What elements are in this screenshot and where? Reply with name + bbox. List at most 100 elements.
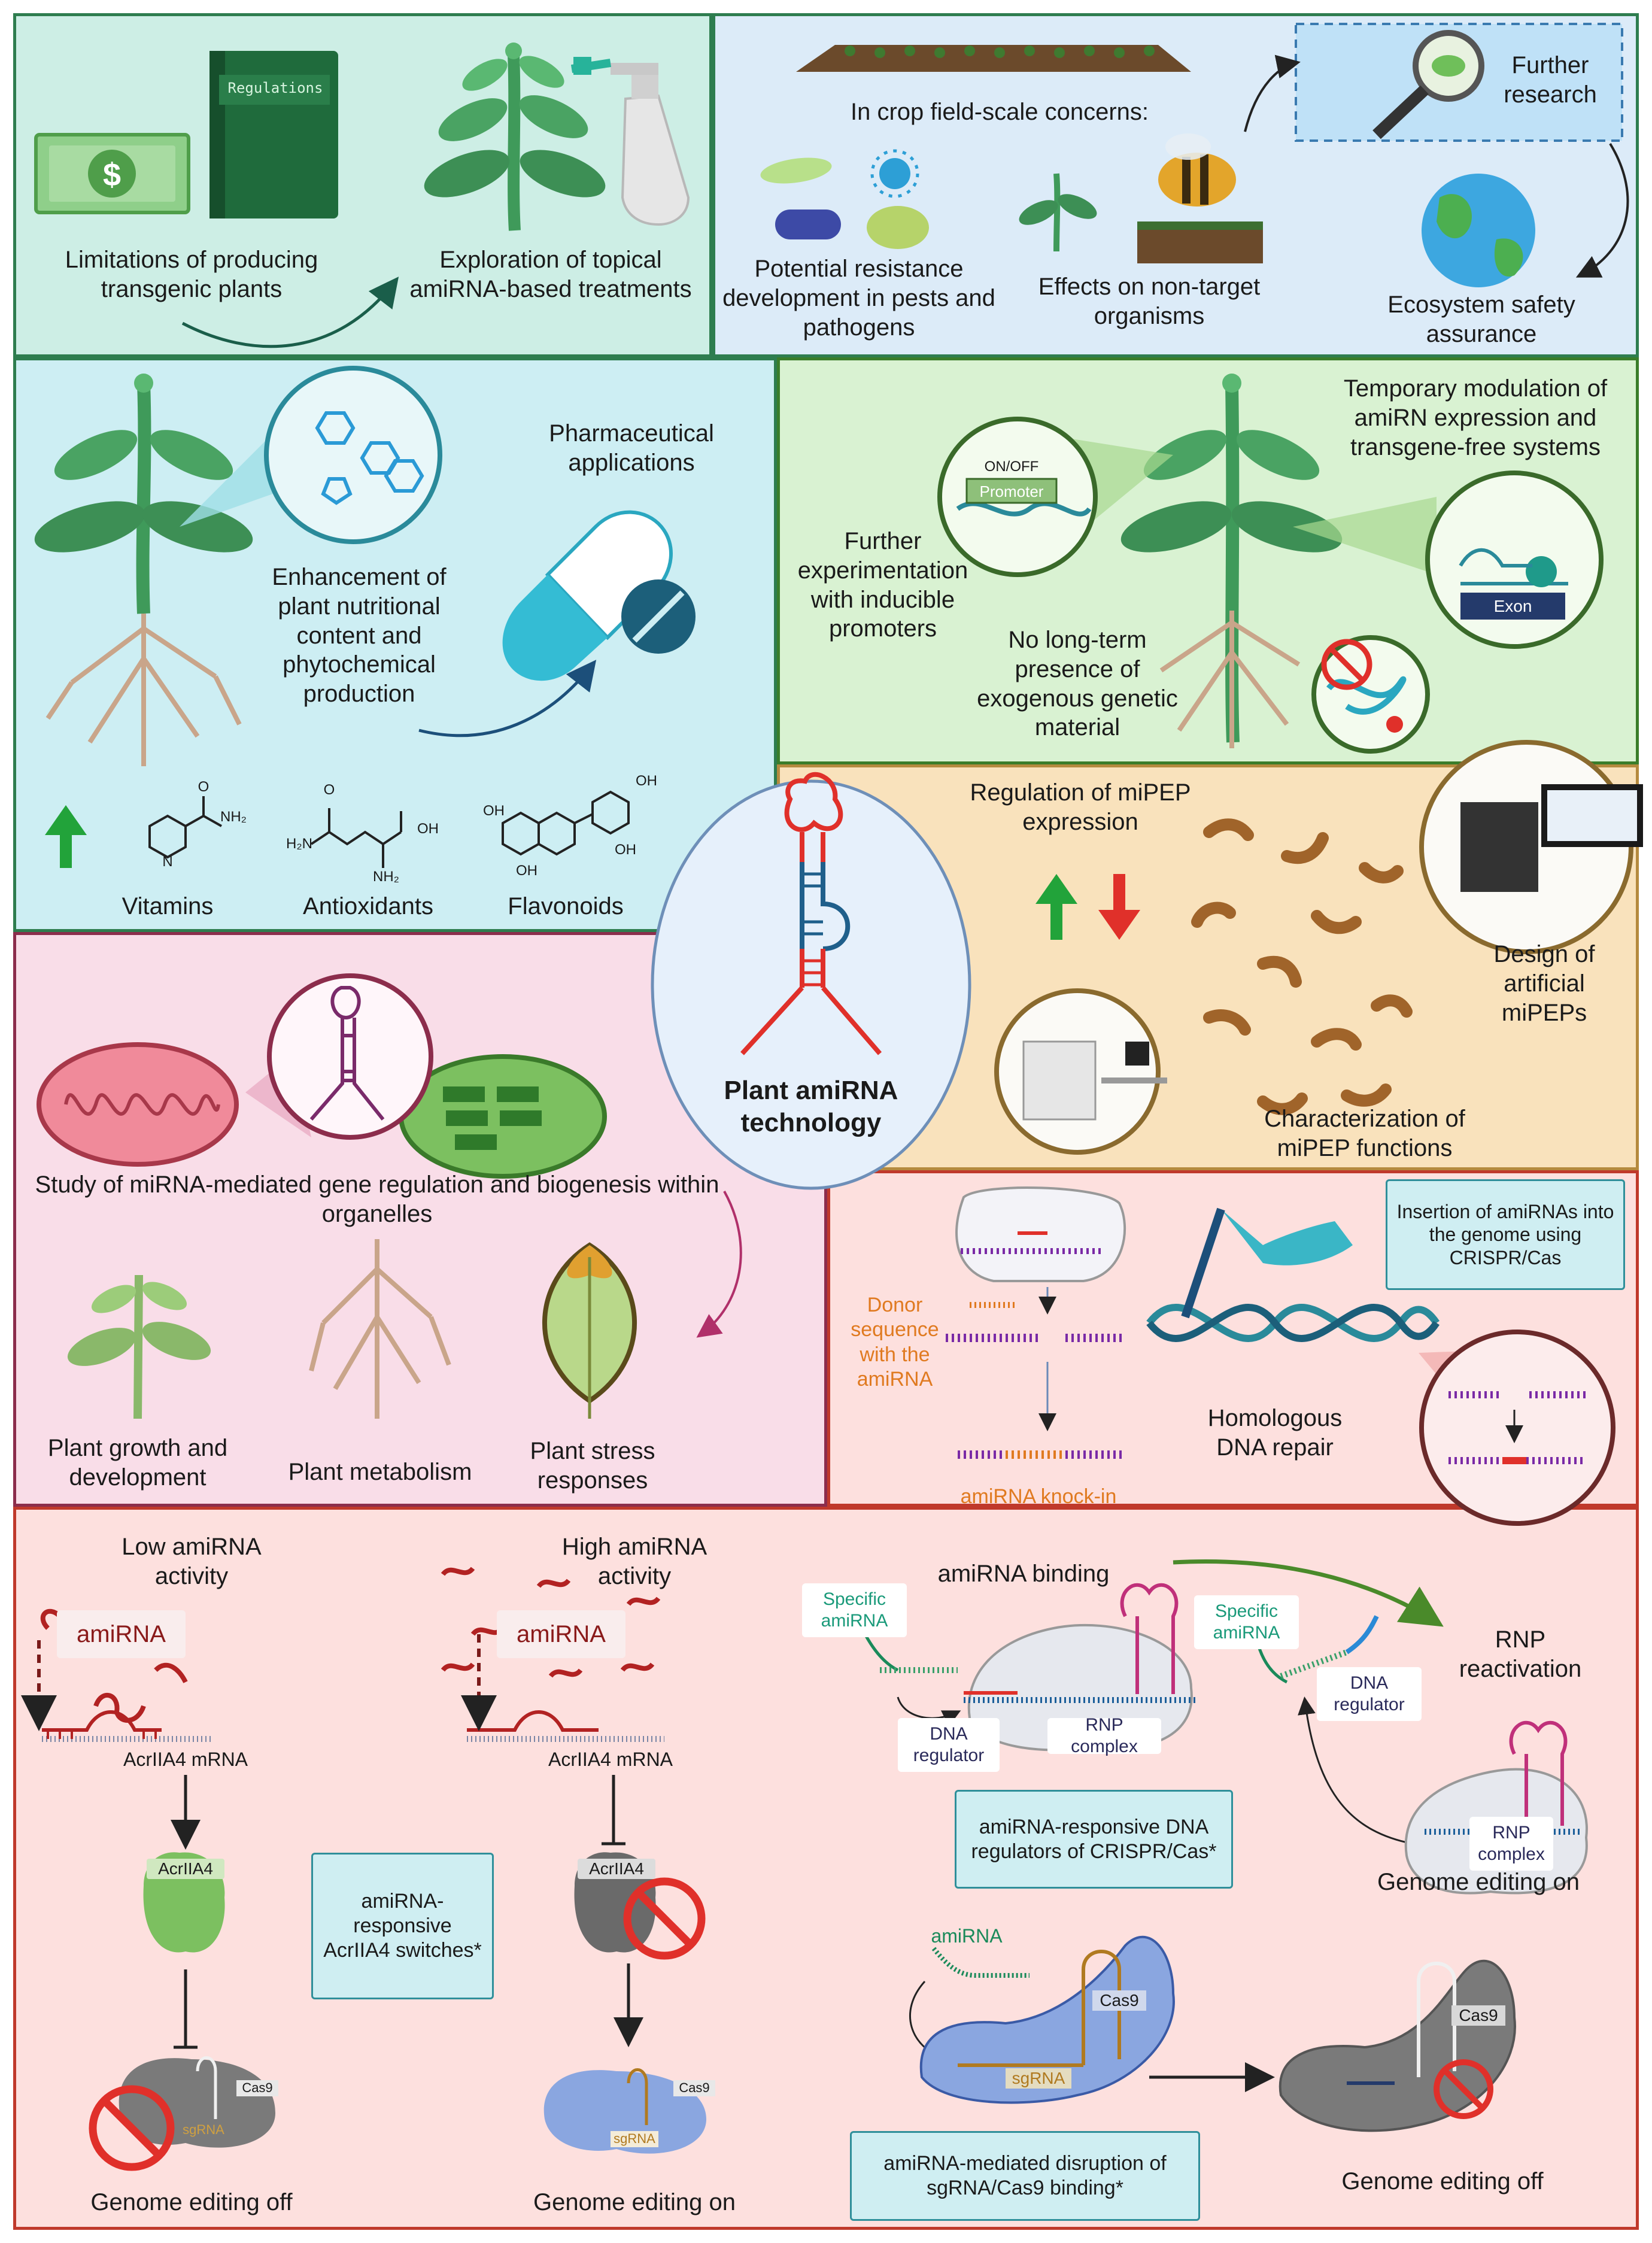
sgrna-label-high: sgRNA: [611, 2131, 658, 2147]
exon-label: Exon: [1493, 597, 1532, 615]
antioxidants-label: Antioxidants: [303, 893, 433, 919]
resistance-label: Potential resistance development in pest…: [722, 256, 995, 341]
small-plant-icon: [67, 1274, 211, 1419]
vitamin-n-label: N: [162, 854, 173, 870]
editing-off-label-low: Genome editing off: [90, 2189, 293, 2215]
hand-pen-icon: [1181, 1207, 1353, 1319]
antioxidant-structure: [310, 808, 402, 868]
stressed-leaf-icon: [542, 1242, 637, 1419]
promoter-label: Promoter: [979, 482, 1044, 500]
flavonoid-oh-label-3: OH: [615, 842, 636, 858]
magnifier-icon: [1372, 30, 1484, 139]
dna-regulator-label-1: DNA regulator: [898, 1718, 1000, 1772]
vitamin-nh2-label: NH₂: [220, 809, 247, 825]
temporary-modulation-label: Temporary modulation of amiRN expression…: [1343, 375, 1608, 460]
plant-amirna-title: Plant amiRNA technology: [724, 1076, 898, 1137]
cas9-complex-low: [119, 2056, 276, 2148]
amirna-label-low: amiRNA: [57, 1610, 186, 1658]
nontarget-label: Effects on non-target organisms: [1038, 274, 1261, 329]
regulations-book-icon: [209, 51, 338, 218]
sgrna-label-low: sgRNA: [183, 2122, 224, 2137]
molecule-zoom-circle: [264, 366, 442, 544]
cas9-label-inactive: Cas9: [1451, 2005, 1505, 2026]
pest-icons: [760, 149, 929, 249]
further-research-label: Further research: [1504, 52, 1597, 108]
flow-arrow-research: [1244, 54, 1301, 132]
high-activity-label: High amiRNA activity: [561, 1534, 707, 1589]
no-sign-icon: [1321, 639, 1372, 690]
cas9-label-high: Cas9: [673, 2080, 715, 2096]
characterization-mipep-label: Characterization of miPEP functions: [1264, 1106, 1465, 1161]
antioxidant-h2n-label: H₂N: [286, 836, 312, 852]
donor-label: Donor sequence with the amiRNA: [851, 1294, 939, 1391]
acr-protein-label-low: AcrIIA4: [147, 1859, 224, 1880]
capsule-pill-icon: [502, 510, 696, 681]
exon-box: [1460, 593, 1565, 620]
limitations-label: Limitations of producing transgenic plan…: [65, 247, 318, 302]
low-activity-label: Low amiRNA activity: [122, 1534, 262, 1589]
flow-arrow-1: [181, 277, 399, 348]
amirna-label-disruption: amiRNA: [931, 1925, 1003, 1947]
knockin-label: amiRNA knock-in: [960, 1485, 1117, 1508]
promoter-box: [965, 478, 1058, 504]
mirna-zoom-circle: [267, 973, 433, 1140]
amirna-label-high: amiRNA: [497, 1610, 625, 1658]
specific-amirna-label-1: Specific amiRNA: [802, 1583, 907, 1637]
flavonoid-oh-label-2: OH: [636, 773, 657, 789]
cas9-sgrna-complex: [919, 1935, 1175, 2104]
down-arrow-icon: [1098, 874, 1140, 940]
soil-field-icon: [796, 45, 1191, 72]
ecosystem-label: Ecosystem safety assurance: [1387, 292, 1575, 347]
hairpin-icon: [740, 772, 882, 1055]
growth-label: Plant growth and development: [47, 1435, 228, 1491]
globe-icon: [1422, 174, 1535, 287]
acr-mrna-label-low: AcrIIA4 mRNA: [123, 1749, 248, 1770]
plant-icon: [424, 43, 606, 231]
sgrna-label-disruption: sgRNA: [1006, 2068, 1071, 2089]
root-system-icon: [309, 1239, 451, 1419]
metabolism-label: Plant metabolism: [288, 1459, 472, 1485]
flow-arrow-pharma: [418, 660, 597, 737]
flow-arrow-reactivation: [1173, 1559, 1444, 1627]
no-sign-disruption-icon: [1434, 2059, 1493, 2119]
dna-repair-zoom-circle: [1419, 1330, 1615, 1526]
antioxidant-oh-label: OH: [417, 821, 439, 837]
up-arrow-icon: [1035, 874, 1077, 940]
acr-protein-label-high: AcrIIA4: [578, 1859, 655, 1880]
tall-plant-icon: [34, 374, 253, 766]
regulations-book-label: Regulations: [227, 80, 323, 96]
flow-arrow-ecosystem: [1575, 142, 1629, 278]
editing-on-label-reactivation: Genome editing on: [1377, 1869, 1580, 1895]
exon-zoom-circle: [1425, 471, 1604, 649]
cas9-inactive-complex: [1279, 1959, 1516, 2132]
flavonoid-oh-label-1: OH: [483, 803, 505, 819]
design-mipep-label: Design of artificial miPEPs: [1493, 941, 1595, 1026]
vitamins-label: Vitamins: [122, 893, 214, 919]
flow-arrow-organelle: [696, 1191, 742, 1338]
study-organelles-label: Study of miRNA-mediated gene regulation …: [35, 1171, 719, 1227]
bee-icon: [1158, 133, 1236, 207]
pharma-label: Pharmaceutical applications: [549, 420, 714, 476]
further-experimentation-label: Further experimentation with inducible p…: [797, 528, 968, 642]
increase-arrow-icon: [45, 805, 87, 868]
editing-off-label-disruption: Genome editing off: [1341, 2168, 1544, 2195]
cas9-complex-high: [543, 2068, 706, 2154]
rnp-complex-label-1: RNP complex: [1047, 1715, 1161, 1756]
peptide-fragments: [1191, 818, 1413, 1115]
no-longterm-label: No long-term presence of exogenous genet…: [977, 627, 1178, 741]
crop-soil-icon: [1019, 173, 1263, 263]
mitochondrion-icon: [37, 1042, 239, 1167]
cas9-label-low: Cas9: [236, 2080, 278, 2096]
flavonoid-structure: [502, 790, 630, 856]
exploration-label: Exploration of topical amiRNA-based trea…: [409, 247, 692, 302]
antioxidant-nh2-label: NH₂: [373, 869, 399, 885]
mrna-strand-low: [42, 1710, 212, 1742]
money-icon: [34, 133, 190, 214]
enhancement-label: Enhancement of plant nutritional content…: [272, 564, 447, 708]
regulation-mipep-label: Regulation of miPEP expression: [970, 779, 1191, 835]
dollar-symbol: $: [102, 157, 122, 193]
plant-with-roots-icon: [1120, 374, 1343, 748]
editing-on-label-high: Genome editing on: [533, 2189, 736, 2215]
dna-regulator-label-2: DNA regulator: [1317, 1667, 1422, 1721]
